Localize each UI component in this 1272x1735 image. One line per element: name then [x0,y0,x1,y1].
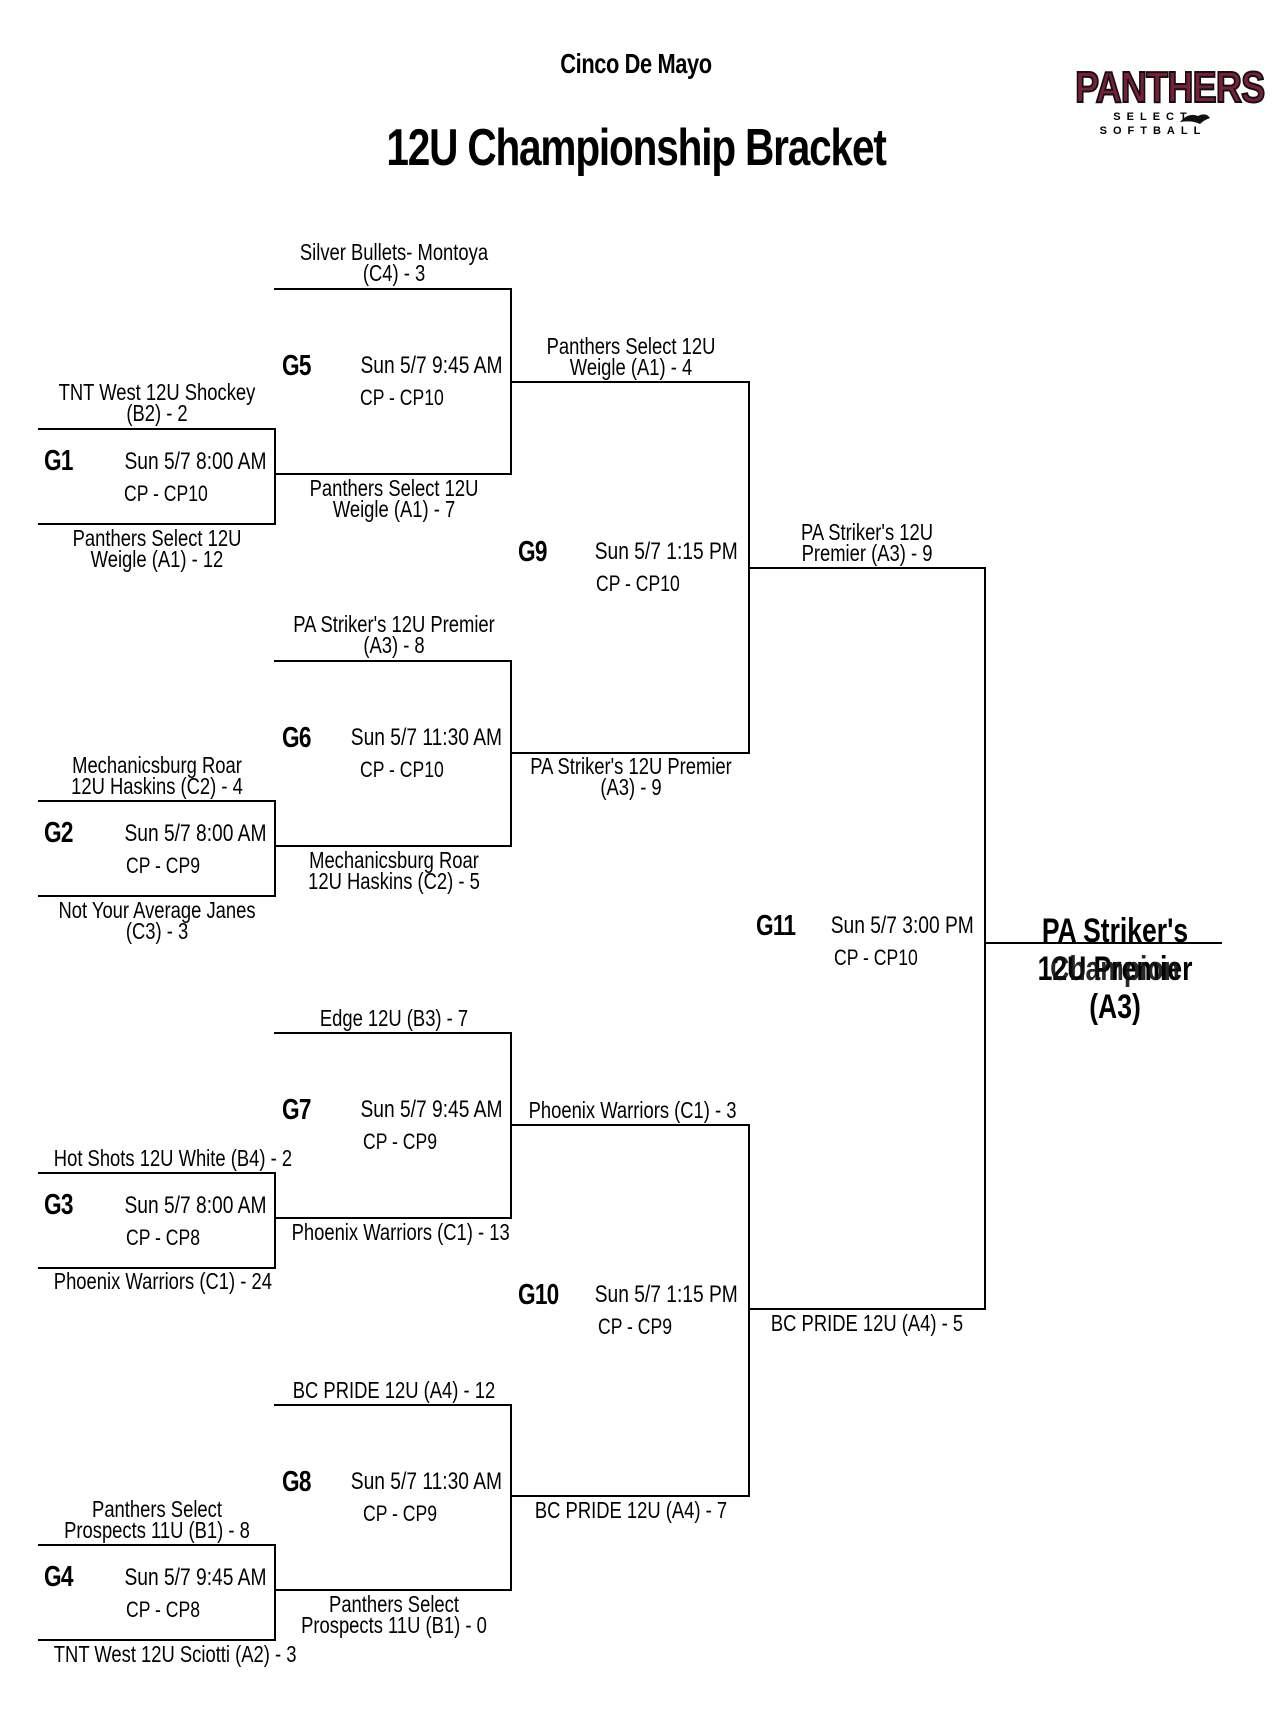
g2-game-id: G2 [44,817,73,849]
g3-top-line [38,1172,276,1174]
g11-bottom-team: BC PRIDE 12U (A4) - 5 [770,1310,964,1336]
g8-game-id: G8 [282,1466,311,1498]
g9-top-line [510,381,750,383]
g2-bottom-team: Not Your Average Janes (C3) - 3 [58,897,256,944]
g3-field: CP - CP8 [126,1225,201,1250]
g10-bottom-line [510,1495,750,1497]
g1-top-line [38,428,276,430]
champion-team: PA Striker's 12U Premier (A3) [1037,912,1193,1026]
panthers-logo: PANTHERS SELECT SOFTBALL [1058,63,1266,138]
g6-time: Sun 5/7 11:30 AM [350,724,502,751]
g5-bottom-team: Panthers Select 12U Weigle (A1) - 7 [309,475,479,522]
g9-time: Sun 5/7 1:15 PM [594,538,738,565]
g10-time: Sun 5/7 1:15 PM [594,1281,738,1308]
g5-field: CP - CP10 [360,385,444,410]
g6-bottom-team: Mechanicsburg Roar 12U Haskins (C2) - 5 [308,847,480,894]
g7-bottom-line [274,1217,512,1219]
g2-connector [274,800,276,896]
g6-game-id: G6 [282,722,311,754]
g10-game-id: G10 [518,1279,559,1311]
champion-label: Champion [1050,950,1180,988]
g8-top-line [274,1404,512,1406]
g5-bottom-line [274,473,512,475]
g1-time: Sun 5/7 8:00 AM [124,448,266,475]
g9-top-team: Panthers Select 12U Weigle (A1) - 4 [546,333,716,380]
g1-connector [274,428,276,524]
g6-top-team: PA Striker's 12U Premier (A3) - 8 [293,611,495,658]
g2-top-team: Mechanicsburg Roar 12U Haskins (C2) - 4 [71,752,243,799]
g10-top-line [510,1124,750,1126]
g11-game-id: G11 [756,910,796,942]
g4-bottom-team: TNT West 12U Sciotti (A2) - 3 [53,1641,297,1667]
g8-bottom-team: Panthers Select Prospects 11U (B1) - 0 [301,1591,487,1638]
g6-bottom-line [274,845,512,847]
g6-field: CP - CP10 [360,757,444,782]
g8-connector [510,1404,512,1590]
g2-time: Sun 5/7 8:00 AM [124,820,266,847]
g9-field: CP - CP10 [596,571,680,596]
g9-game-id: G9 [518,536,547,568]
g3-bottom-line [38,1267,276,1269]
g3-game-id: G3 [44,1189,73,1221]
g10-top-team: Phoenix Warriors (C1) - 3 [528,1097,737,1123]
g5-time: Sun 5/7 9:45 AM [360,352,502,379]
g2-bottom-line [38,895,276,897]
event-name: Cinco De Mayo [560,48,712,79]
g3-connector [274,1172,276,1268]
g2-field: CP - CP9 [126,853,201,878]
g8-top-team: BC PRIDE 12U (A4) - 12 [292,1377,496,1403]
g10-bottom-team: BC PRIDE 12U (A4) - 7 [534,1497,728,1523]
g5-game-id: G5 [282,350,311,382]
g3-bottom-team: Phoenix Warriors (C1) - 24 [53,1268,272,1294]
g3-top-team: Hot Shots 12U White (B4) - 2 [53,1145,293,1171]
g8-bottom-line [274,1589,512,1591]
g11-time: Sun 5/7 3:00 PM [830,912,974,939]
g11-field: CP - CP10 [834,945,918,970]
page-title: 12U Championship Bracket [386,119,887,177]
g11-connector [984,567,986,1309]
panther-icon [1180,114,1210,124]
g11-bottom-line [748,1308,986,1310]
g1-bottom-line [38,523,276,525]
g1-bottom-team: Panthers Select 12U Weigle (A1) - 12 [72,525,242,572]
g9-bottom-team: PA Striker's 12U Premier (A3) - 9 [530,753,732,800]
logo-wordmark: PANTHERS [1074,63,1266,112]
g7-game-id: G7 [282,1094,311,1126]
g5-top-team: Silver Bullets- Montoya (C4) - 3 [299,239,489,286]
g3-time: Sun 5/7 8:00 AM [124,1192,266,1219]
g4-field: CP - CP8 [126,1597,201,1622]
g7-top-line [274,1032,512,1034]
g4-time: Sun 5/7 9:45 AM [124,1564,266,1591]
g1-game-id: G1 [44,445,73,477]
g9-bottom-line [510,752,750,754]
g4-bottom-line [38,1639,276,1641]
g8-time: Sun 5/7 11:30 AM [350,1468,502,1495]
g5-top-line [274,288,512,290]
g11-top-team: PA Striker's 12U Premier (A3) - 9 [800,519,934,566]
g7-bottom-team: Phoenix Warriors (C1) - 13 [291,1219,510,1245]
g1-top-team: TNT West 12U Shockey (B2) - 2 [58,379,256,426]
g10-connector [748,1124,750,1496]
logo-subtitle: SELECT SOFTBALL [1099,111,1207,137]
g4-game-id: G4 [44,1561,73,1593]
g7-top-team: Edge 12U (B3) - 7 [319,1005,469,1031]
g11-top-line [748,567,986,569]
g8-field: CP - CP9 [363,1501,438,1526]
g4-top-team: Panthers Select Prospects 11U (B1) - 8 [64,1496,250,1543]
g2-top-line [38,800,276,802]
g4-connector [274,1544,276,1640]
champion-line [986,942,1222,944]
g7-field: CP - CP9 [363,1129,438,1154]
g6-top-line [274,660,512,662]
g7-time: Sun 5/7 9:45 AM [360,1096,502,1123]
g1-field: CP - CP10 [124,481,208,506]
g10-field: CP - CP9 [598,1314,673,1339]
g4-top-line [38,1544,276,1546]
